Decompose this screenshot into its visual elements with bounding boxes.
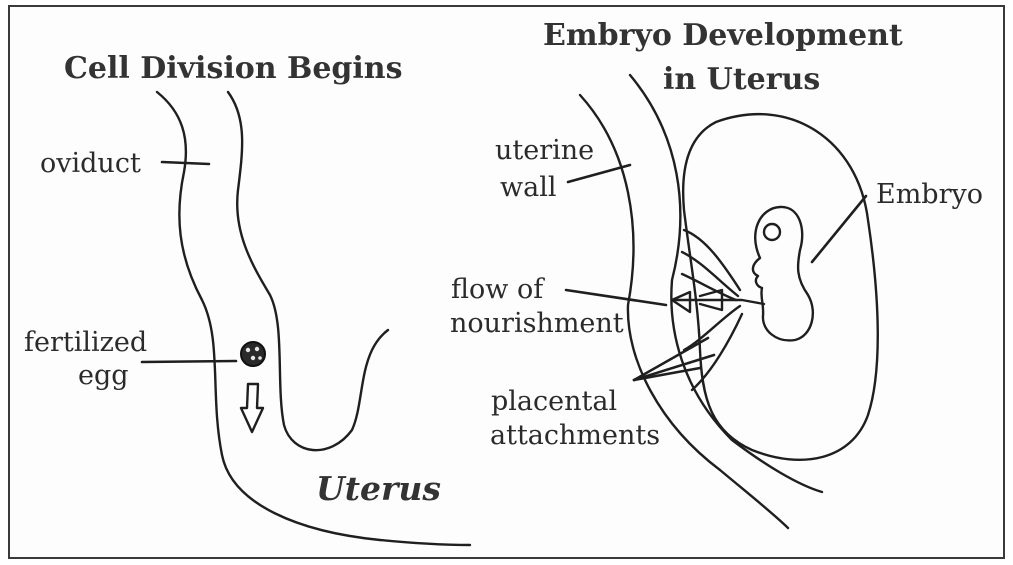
right-panel-title-line2: in Uterus xyxy=(663,62,820,97)
embryo-shape xyxy=(753,207,813,340)
left-panel-title: Cell Division Begins xyxy=(64,51,403,86)
uterus-label: Uterus xyxy=(316,469,441,508)
fertilized-egg-pointer xyxy=(142,361,236,362)
fertilized-egg-icon xyxy=(241,342,265,366)
uterine-label: uterine xyxy=(495,135,594,166)
oviduct-pointer xyxy=(162,162,209,164)
nourishment-label: nourishment xyxy=(450,308,624,339)
placental-label: placental xyxy=(491,386,617,417)
wall-label: wall xyxy=(500,172,556,203)
amniotic-sac-shape xyxy=(683,114,878,460)
down-arrow-icon xyxy=(241,384,263,432)
embryo-pointer xyxy=(812,196,866,262)
oviduct-label: oviduct xyxy=(40,148,141,179)
uterine-wall-pointer xyxy=(568,165,630,182)
egg-label: egg xyxy=(78,360,129,391)
right-panel-title-line1: Embryo Development xyxy=(543,18,903,53)
attachments-label: attachments xyxy=(490,420,660,451)
flow-label: flow of xyxy=(451,274,545,305)
fertilized-label: fertilized xyxy=(24,327,147,358)
placental-attachments-shape xyxy=(672,230,764,390)
nourishment-pointer xyxy=(566,290,666,305)
embryo-label: Embryo xyxy=(876,179,983,210)
